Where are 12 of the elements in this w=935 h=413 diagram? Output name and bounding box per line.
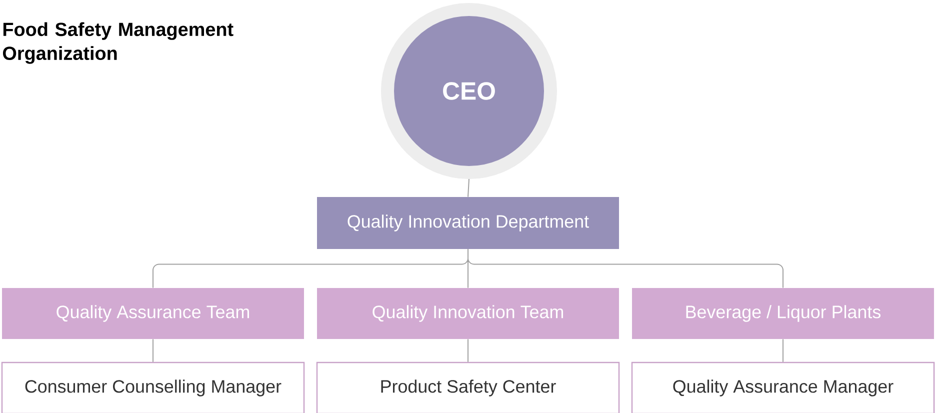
team-box: Quality Innovation Team [317, 288, 619, 339]
unit-box: Consumer Counselling Manager [1, 362, 305, 413]
connector-line [152, 338, 154, 362]
unit-box: Product Safety Center [316, 362, 620, 413]
connector-line [468, 248, 784, 288]
connector-line [782, 338, 784, 362]
unit-box: Quality Assurance Manager [631, 362, 935, 413]
team-box: Quality Assurance Team [2, 288, 304, 339]
department-box: Quality Innovation Department [317, 197, 619, 249]
team-box: Beverage / Liquor Plants [632, 288, 934, 339]
title: Food Safety Management Organization [2, 22, 234, 64]
connector-line [468, 178, 470, 198]
